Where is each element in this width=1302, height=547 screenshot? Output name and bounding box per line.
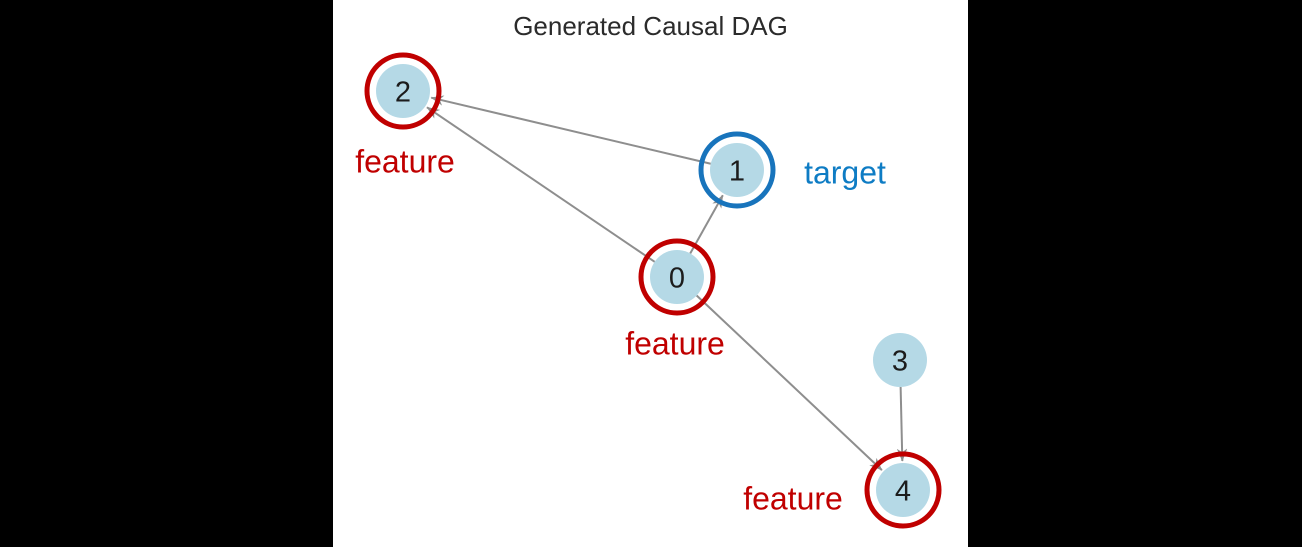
node-4[interactable]: 4 [864, 451, 942, 529]
annotation-feature-node-0: feature [625, 326, 725, 362]
figure-title: Generated Causal DAG [513, 11, 788, 41]
feature-ring [864, 451, 942, 529]
node-label-2: 2 [395, 76, 411, 108]
annotation-feature-node-4: feature [743, 481, 843, 517]
target-ring [698, 131, 776, 209]
node-0[interactable]: 0 [638, 238, 716, 316]
feature-ring [364, 52, 442, 130]
node-1[interactable]: 1 [698, 131, 776, 209]
feature-ring [638, 238, 716, 316]
node-circle-1[interactable] [710, 143, 764, 197]
node-label-4: 4 [895, 475, 911, 507]
annotation-target-node-1: target [804, 155, 886, 191]
node-circle-2[interactable] [376, 64, 430, 118]
nodes-layer: 2 1 0 3 4 [364, 52, 942, 529]
edge-0-to-2 [426, 106, 656, 263]
node-circle-4[interactable] [876, 463, 930, 517]
node-circle-3[interactable] [873, 333, 927, 387]
left-letterbox [0, 0, 333, 547]
edge-1-to-2 [430, 95, 711, 165]
node-label-3: 3 [892, 345, 908, 377]
node-label-0: 0 [669, 262, 685, 294]
right-letterbox [968, 0, 1302, 547]
node-label-1: 1 [729, 155, 745, 187]
edge-0-to-4 [695, 294, 883, 471]
annotation-feature-node-2: feature [355, 144, 455, 180]
edge-3-to-4 [896, 386, 908, 462]
node-3[interactable]: 3 [873, 333, 927, 387]
node-2[interactable]: 2 [364, 52, 442, 130]
causal-dag-svg: 2 1 0 3 4 feature target feature feature [355, 52, 942, 529]
figure-canvas: Generated Causal DAG 2 1 0 3 4 feature target… [333, 0, 968, 547]
node-circle-0[interactable] [650, 250, 704, 304]
annotations-layer: feature target feature feature [355, 144, 886, 517]
